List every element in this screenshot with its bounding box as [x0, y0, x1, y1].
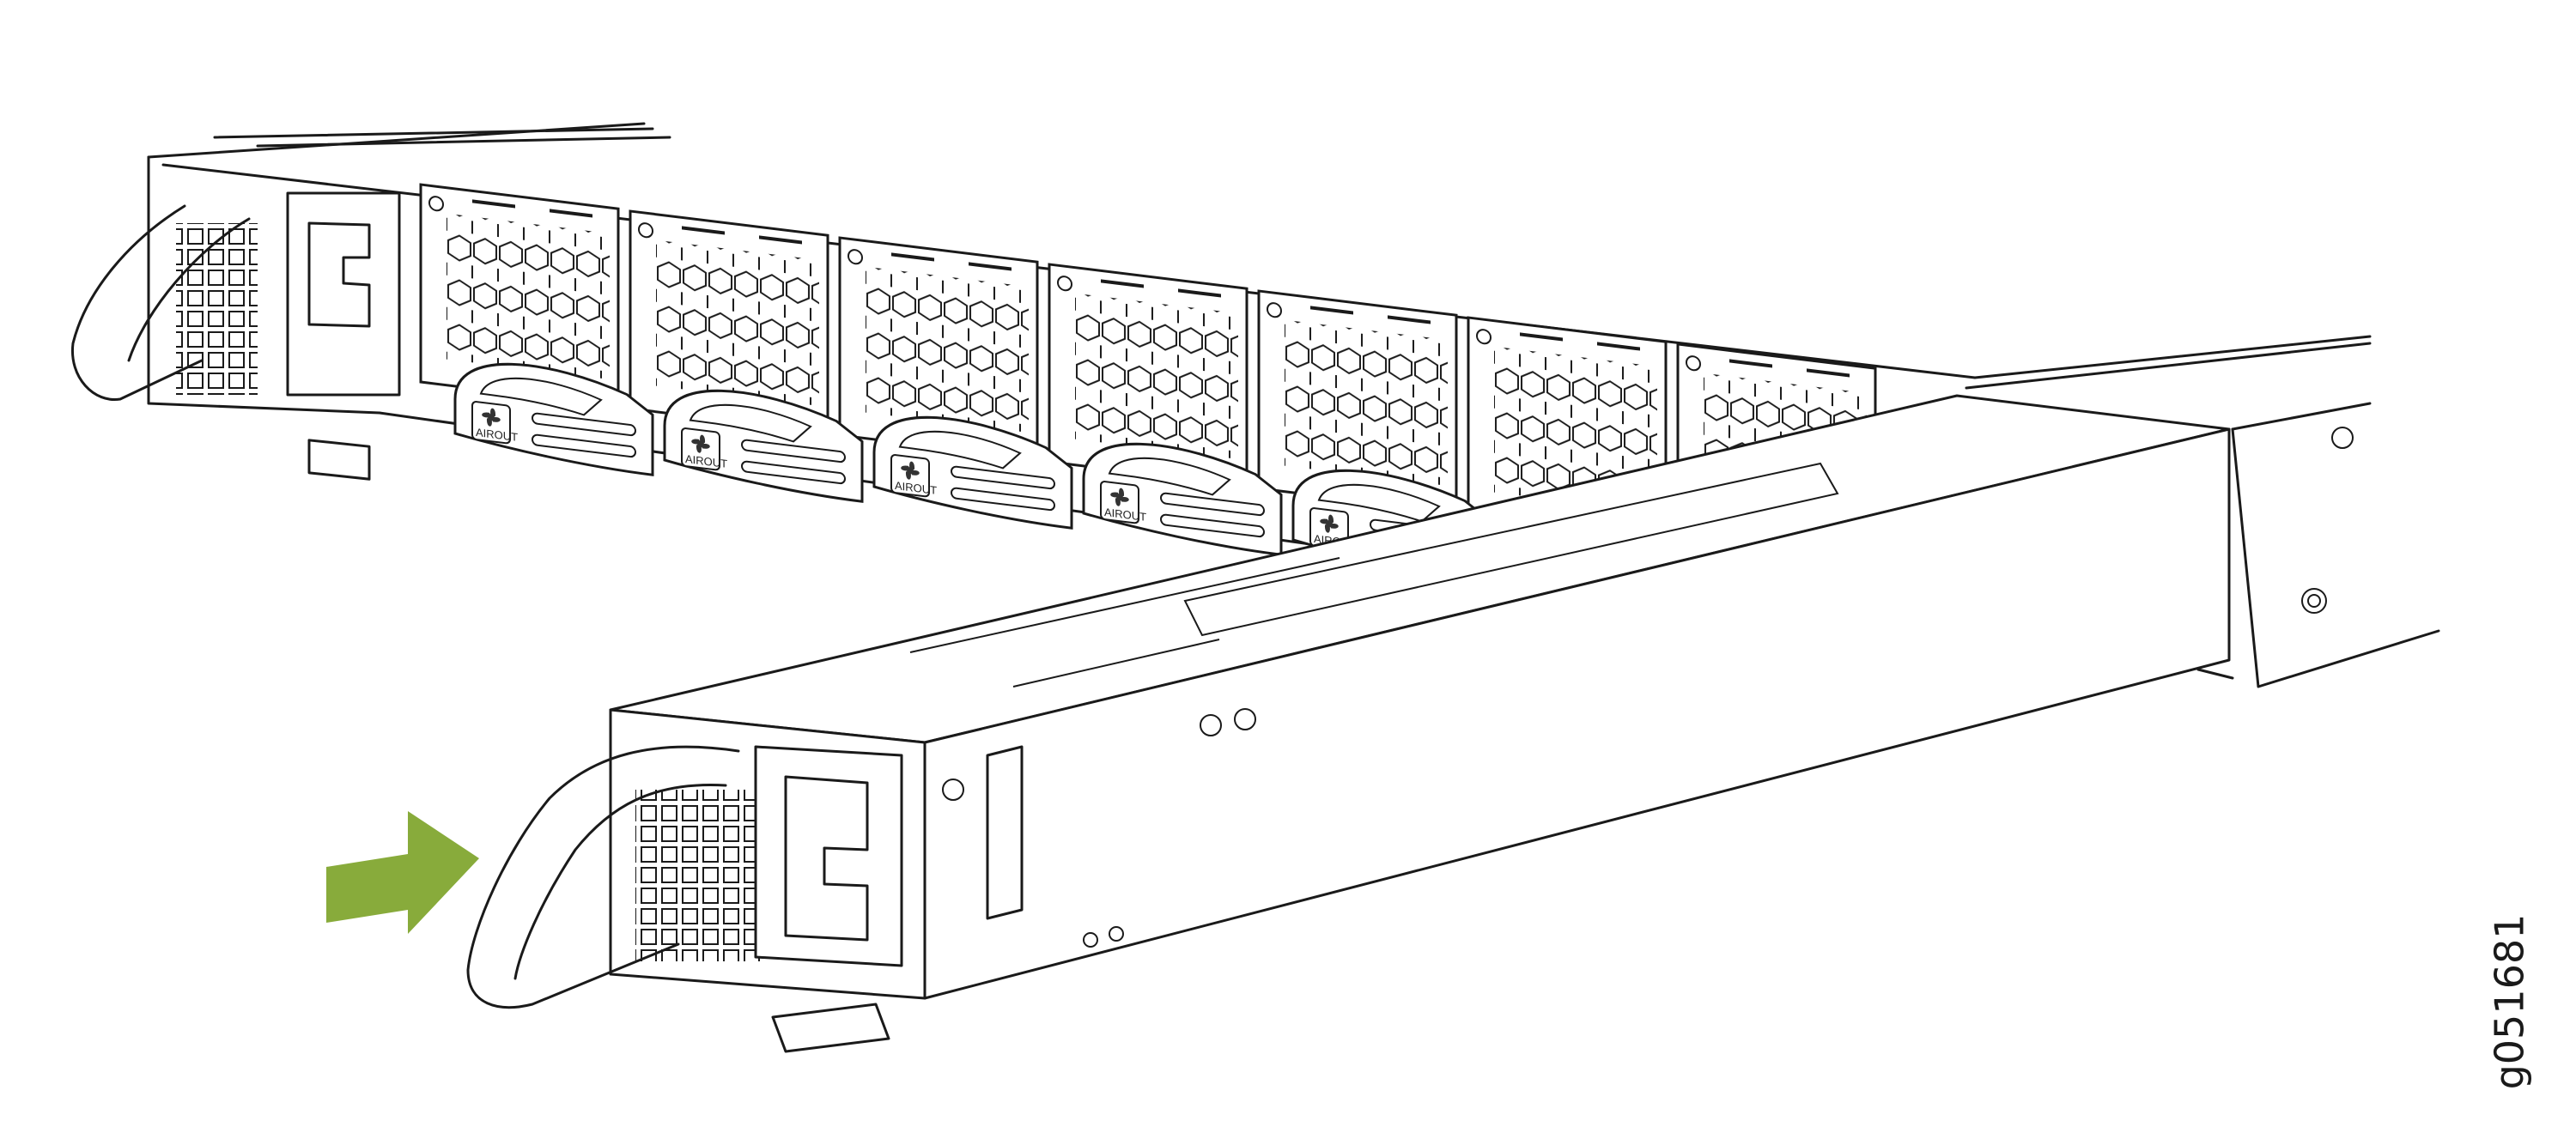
fan-icon — [691, 434, 710, 453]
fan-handle[interactable]: AIROUT — [872, 409, 1073, 530]
fan-icon — [901, 461, 920, 480]
fan-airflow-label: AIROUT — [895, 479, 937, 497]
psu-latch[interactable] — [771, 1003, 890, 1053]
fan-airflow-label: AIROUT — [1104, 506, 1146, 524]
figure-id-label: g051681 — [2486, 913, 2533, 1090]
psu-handle[interactable] — [466, 745, 740, 1009]
fan-module[interactable]: AIROUT — [419, 183, 654, 476]
fan-module[interactable]: AIROUT — [1048, 263, 1283, 556]
fan-modules: AIROUT AIROUT — [419, 183, 1911, 636]
fan-airflow-label: AIROUT — [685, 452, 727, 470]
fan-airflow-label: AIROUT — [476, 426, 518, 444]
installed-power-supply — [70, 191, 401, 481]
power-supply-module[interactable] — [466, 394, 2231, 1053]
fan-icon — [482, 408, 501, 427]
fan-handle[interactable]: AIROUT — [453, 356, 654, 476]
fan-icon — [1110, 488, 1129, 506]
fan-handle[interactable]: AIROUT — [1082, 436, 1283, 556]
fan-handle[interactable]: AIROUT — [663, 383, 864, 503]
insert-arrow-icon — [326, 811, 479, 934]
fan-module[interactable]: AIROUT — [629, 209, 864, 503]
fan-module[interactable]: AIROUT — [838, 236, 1073, 530]
fan-icon — [1320, 514, 1339, 533]
